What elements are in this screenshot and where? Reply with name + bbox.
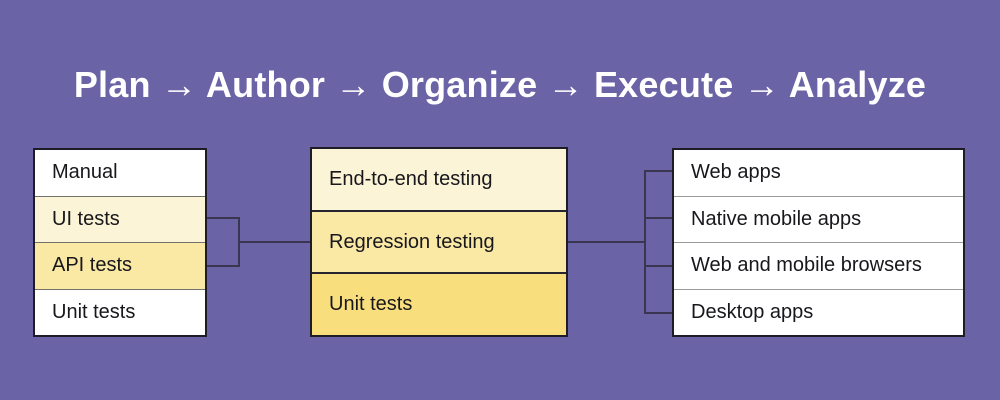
list-item-web-mobile-browsers: Web and mobile browsers <box>674 242 963 289</box>
list-item-web-apps: Web apps <box>674 150 963 196</box>
list-item-api-tests: API tests <box>35 242 205 289</box>
list-item-regression: Regression testing <box>312 209 566 273</box>
workflow-title: Plan → Author → Organize → Execute → Ana… <box>73 64 927 105</box>
platforms-box: Web apps Native mobile apps Web and mobi… <box>672 148 965 337</box>
test-types-box: Manual UI tests API tests Unit tests <box>33 148 207 337</box>
list-item-end-to-end: End-to-end testing <box>312 149 566 210</box>
testing-activities-box: End-to-end testing Regression testing Un… <box>310 147 568 337</box>
list-item-ui-tests: UI tests <box>35 195 205 242</box>
list-item-unit-tests-mid: Unit tests <box>312 272 566 336</box>
list-item-unit-tests: Unit tests <box>35 288 205 335</box>
list-item-native-mobile: Native mobile apps <box>674 195 963 242</box>
list-item-desktop-apps: Desktop apps <box>674 288 963 335</box>
list-item-manual: Manual <box>35 150 205 196</box>
